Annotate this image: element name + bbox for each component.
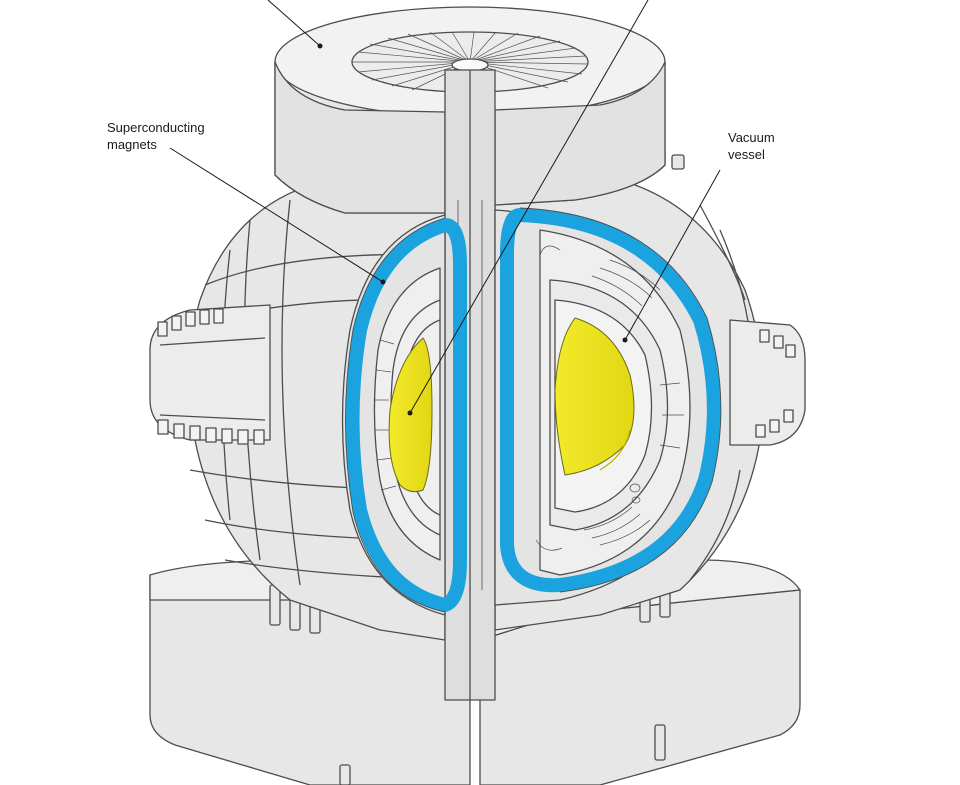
vacuum-vessel-label: Vacuum vessel [728, 129, 775, 163]
top-leader-line-left [267, 0, 321, 47]
right-plasma-cross-section [554, 317, 635, 476]
top-leader-dot [317, 43, 323, 49]
top-cylinder [274, 6, 666, 214]
superconducting-magnet-coils [345, 208, 721, 612]
magnets-label-line1: Superconducting [107, 120, 205, 135]
magnets-label-line2: magnets [107, 137, 157, 152]
vessel-leader-line [624, 169, 721, 341]
leader-lines [169, 0, 721, 414]
plasma-leader-dot [407, 410, 413, 416]
plasma-leader-line [409, 0, 649, 414]
vessel-leader-dot [622, 337, 628, 343]
left-magnet-coil [345, 218, 467, 612]
plasma [388, 317, 635, 493]
superconducting-magnets-label: Superconducting magnets [107, 119, 205, 153]
vessel-label-line2: vessel [728, 147, 765, 162]
vessel-label-line1: Vacuum [728, 130, 775, 145]
magnets-leader-dot [380, 279, 386, 285]
right-magnet-coil [500, 208, 721, 593]
magnets-leader-line [169, 147, 384, 283]
